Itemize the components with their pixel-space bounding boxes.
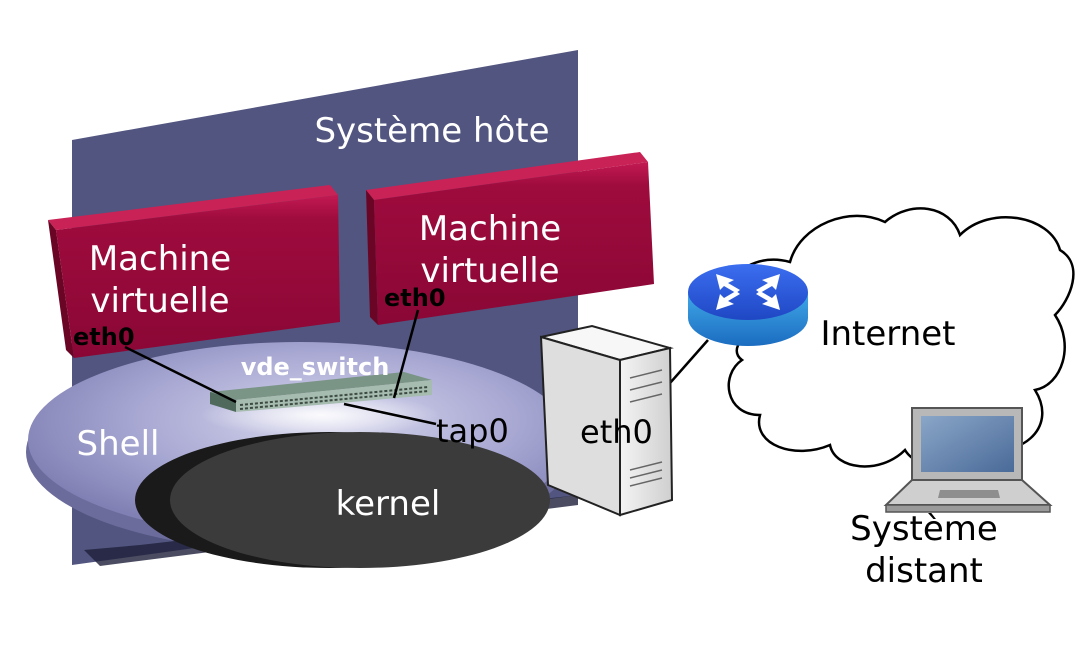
vm-left-title-line2: virtuelle [90,281,229,321]
router-arrows [716,274,780,310]
kernel-disk: kernel [135,432,550,568]
vde-switch-label: vde_switch [241,353,390,381]
kernel-label: kernel [336,484,441,524]
vm-right-title-line2: virtuelle [420,251,559,291]
laptop-icon [883,407,1053,513]
router-icon [688,264,808,346]
remote-system-line2: distant [865,551,983,591]
vm-right-title-line1: Machine [419,209,561,249]
vm-left-eth0-label: eth0 [73,323,135,351]
vm-right-eth0-label: eth0 [384,284,446,312]
server-eth0-label: eth0 [580,413,653,451]
link-vm-left-to-switch [124,345,237,404]
remote-system-line1: Système [850,509,998,549]
vm-right: Machine virtuelle eth0 [366,152,654,325]
link-vm-right-to-switch [392,309,420,399]
tap0-label: tap0 [436,412,509,450]
vm-left-title-line1: Machine [89,239,231,279]
host-title: Système hôte [314,111,549,151]
vm-left: Machine virtuelle eth0 [48,185,340,358]
shell-label: Shell [77,424,160,464]
server-tower: eth0 [539,324,674,517]
server-drive-bays [629,369,663,487]
internet-cloud: Internet [723,207,1075,468]
link-switch-to-tap0 [343,402,437,426]
internet-label: Internet [820,314,955,354]
